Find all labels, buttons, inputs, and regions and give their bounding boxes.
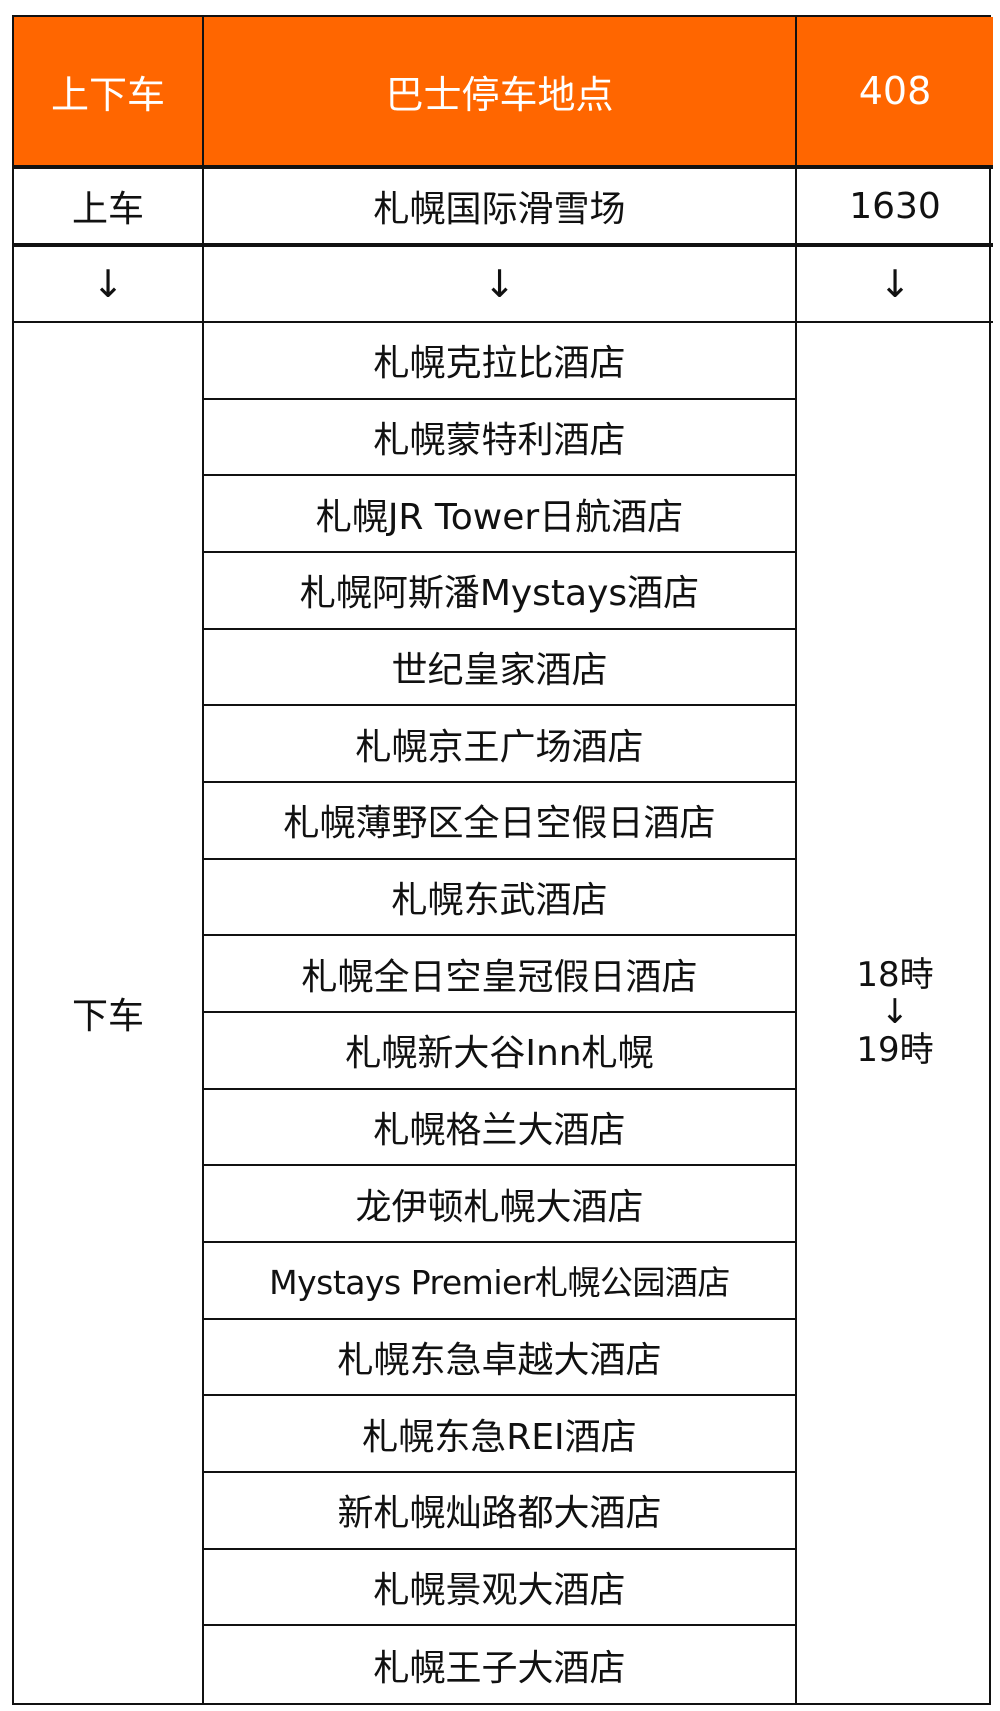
boarding-location: 札幌国际滑雪场	[204, 169, 797, 247]
list-item: 札幌克拉比酒店	[204, 323, 797, 400]
boarding-time: 1630	[797, 169, 993, 247]
arrow-col3: ↓	[797, 247, 993, 323]
list-item: 札幌东武酒店	[204, 859, 797, 937]
arrow-col1: ↓	[14, 247, 204, 323]
list-item: 龙伊顿札幌大酒店	[204, 1166, 797, 1243]
list-item: 札幌全日空皇冠假日酒店	[204, 936, 797, 1013]
list-item: 札幌京王广场酒店	[204, 706, 797, 783]
list-item: 札幌薄野区全日空假日酒店	[204, 782, 797, 860]
list-item: 札幌东急REI酒店	[204, 1396, 797, 1473]
list-item: 札幌阿斯潘Mystays酒店	[204, 552, 797, 630]
alighting-time-start: 18時	[856, 954, 934, 995]
boarding-type: 上车	[14, 169, 204, 247]
list-item: 札幌新大谷Inn札幌	[204, 1012, 797, 1090]
list-item: 札幌蒙特利酒店	[204, 399, 797, 477]
list-item: 札幌王子大酒店	[204, 1626, 797, 1703]
alighting-type: 下车	[14, 323, 204, 1703]
header-route-number: 408	[797, 17, 993, 169]
alighting-time-range: 18時 ↓ 19時	[797, 323, 993, 1703]
alighting-time-arrow: ↓	[880, 992, 910, 1033]
list-item: 札幌格兰大酒店	[204, 1089, 797, 1167]
list-item: 世纪皇家酒店	[204, 629, 797, 707]
list-item: Mystays Premier札幌公园酒店	[204, 1242, 797, 1320]
header-board-alight: 上下车	[14, 17, 204, 169]
header-bus-stop-location: 巴士停车地点	[204, 17, 797, 169]
list-item: 札幌JR Tower日航酒店	[204, 476, 797, 553]
list-item: 新札幌灿路都大酒店	[204, 1472, 797, 1550]
arrow-col2: ↓	[204, 247, 797, 323]
list-item: 札幌东急卓越大酒店	[204, 1319, 797, 1397]
alighting-time-end: 19時	[856, 1029, 934, 1070]
list-item: 札幌景观大酒店	[204, 1549, 797, 1627]
bus-stop-table: 上下车 巴士停车地点 408 上车 札幌国际滑雪场 1630 ↓ ↓ ↓ 下车 …	[12, 15, 993, 1705]
